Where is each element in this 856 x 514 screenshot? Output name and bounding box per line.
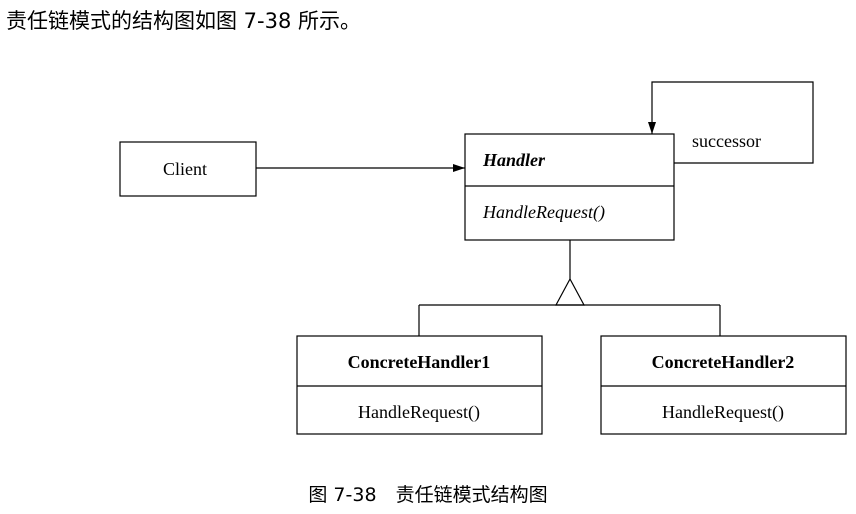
concrete-handler-1-method: HandleRequest() bbox=[358, 402, 480, 423]
client-box: Client bbox=[119, 141, 257, 197]
figure-number: 图 7-38 bbox=[308, 484, 377, 506]
concrete-handler-1-name: ConcreteHandler1 bbox=[348, 352, 491, 372]
concrete-handler-1-box: ConcreteHandler1 HandleRequest() bbox=[296, 335, 543, 435]
successor-label: successor bbox=[692, 131, 761, 151]
intro-text: 责任链模式的结构图如图 7-38 所示。 bbox=[6, 9, 362, 33]
concrete-handler-2-box: ConcreteHandler2 HandleRequest() bbox=[600, 335, 847, 435]
concrete-handler-2-name: ConcreteHandler2 bbox=[652, 352, 795, 372]
concrete-handler-2-method: HandleRequest() bbox=[662, 402, 784, 423]
successor-self-association bbox=[648, 81, 814, 164]
handler-class-name: Handler bbox=[482, 150, 546, 170]
client-label: Client bbox=[163, 159, 207, 179]
handler-method: HandleRequest() bbox=[482, 202, 605, 223]
figure-caption: 图 7-38 责任链模式结构图 bbox=[0, 482, 856, 508]
generalization-triangle bbox=[554, 277, 586, 306]
figure-title: 责任链模式结构图 bbox=[395, 484, 548, 506]
handler-class-box: Handler HandleRequest() bbox=[464, 133, 675, 241]
inheritance-connector bbox=[418, 240, 721, 336]
